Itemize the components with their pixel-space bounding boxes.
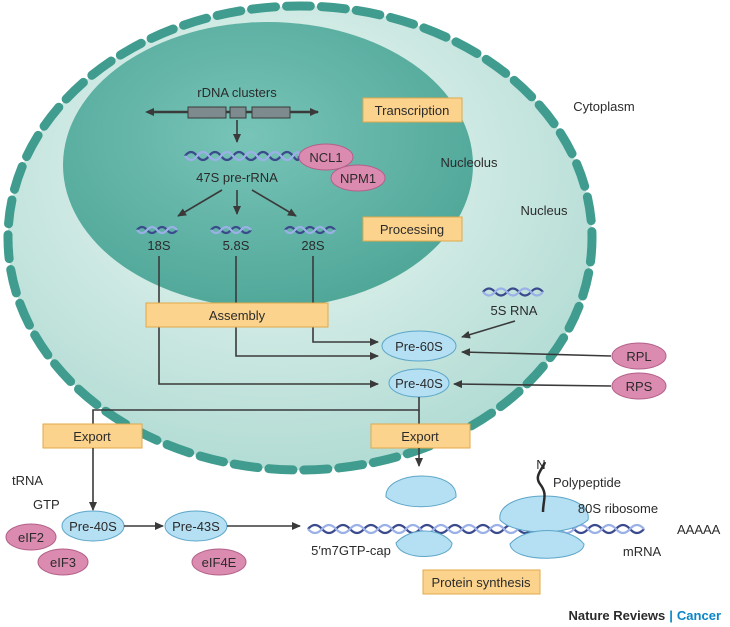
n-terminus-label: N: [536, 457, 545, 472]
pre60s-label: Pre-60S: [395, 339, 443, 354]
assembly-label: Assembly: [209, 308, 266, 323]
polypeptide-label: Polypeptide: [553, 475, 621, 490]
arrow-47s-to-18s: [177, 189, 223, 217]
npm1-label: NPM1: [340, 171, 376, 186]
arrow-18s-to-pre40s: [158, 256, 379, 388]
ncl1-label: NCL1: [309, 150, 342, 165]
rps-protein: [611, 372, 667, 400]
arrow-28s-to-pre60s: [312, 256, 379, 346]
ribosome-80s-label: 80S ribosome: [578, 501, 658, 516]
assembly-box: [145, 302, 329, 328]
nuclear-envelope: [3, 1, 597, 475]
eif4e-protein: [191, 548, 247, 576]
transcription-label: Transcription: [375, 103, 450, 118]
rrna-5-8s-strand: [210, 225, 252, 235]
eif2-label: eIF2: [18, 530, 44, 545]
export-left-label: Export: [73, 429, 111, 444]
journal-credit: Nature Reviews | Cancer: [568, 608, 721, 623]
nucleolus: [63, 22, 473, 308]
gtp-label: GTP: [33, 497, 60, 512]
pre-rrna-47s-label: 47S pre-rRNA: [196, 170, 278, 185]
export-split-line: [92, 397, 420, 425]
arrow-47s-to-28s: [251, 189, 297, 217]
rdna-label: rDNA clusters: [197, 85, 277, 100]
rpl-label: RPL: [626, 349, 651, 364]
rdna-cluster: [145, 106, 319, 119]
mrna-label: mRNA: [623, 544, 662, 559]
pre40s-label: Pre-40S: [395, 376, 443, 391]
npm1-protein: [330, 164, 386, 192]
protein-synthesis-label: Protein synthesis: [432, 575, 531, 590]
eif2-protein: [5, 523, 57, 551]
rps-label: RPS: [626, 379, 653, 394]
eif3-protein: [37, 548, 89, 576]
arrow-5-8s-to-pre60s: [235, 256, 379, 360]
arrow-rpl-to-pre60s: [461, 348, 612, 357]
eif3-label: eIF3: [50, 555, 76, 570]
processing-box: [362, 216, 463, 242]
pre60s-subunit: [381, 330, 457, 362]
ncl1-protein: [298, 143, 354, 171]
eif4e-label: eIF4E: [202, 555, 237, 570]
pre-rrna-47s-strand: [184, 150, 301, 162]
mrna-strand: [307, 523, 645, 535]
rrna-5-8s-label: 5.8S: [223, 238, 250, 253]
rrna-18s-strand: [136, 225, 178, 235]
nucleus-label: Nucleus: [521, 203, 568, 218]
pre40s-cyto-label: Pre-40S: [69, 519, 117, 534]
protein-synthesis-box: [422, 569, 541, 595]
processing-label: Processing: [380, 222, 444, 237]
rpl-protein: [611, 342, 667, 370]
trna-label: tRNA: [12, 473, 43, 488]
cytoplasm-label: Cytoplasm: [573, 99, 634, 114]
journal-name: Nature Reviews: [568, 608, 665, 623]
transcription-box: [362, 97, 463, 123]
free-large-subunit: [385, 475, 457, 508]
export-right-box: [370, 423, 471, 449]
arrow-rps-to-pre40s: [453, 380, 612, 389]
rrna-5s-label: 5S RNA: [491, 303, 538, 318]
pre43s-label: Pre-43S: [172, 519, 220, 534]
nucleolus-label: Nucleolus: [440, 155, 498, 170]
journal-section: Cancer: [677, 608, 721, 623]
export-left-box: [42, 423, 143, 449]
free-small-subunit: [395, 530, 453, 557]
cap-label: 5′m7GTP-cap: [311, 543, 391, 558]
rrna-28s-label: 28S: [301, 238, 324, 253]
rrna-18s-label: 18S: [147, 238, 170, 253]
polya-label: AAAAA: [677, 522, 721, 537]
export-right-label: Export: [401, 429, 439, 444]
journal-separator: |: [669, 608, 673, 623]
polypeptide-chain: [536, 461, 547, 513]
rrna-28s-strand: [284, 225, 336, 235]
ribosome-80s: [499, 495, 589, 559]
arrow-5s-to-pre60s: [461, 320, 516, 339]
rrna-5s-strand: [482, 287, 544, 297]
